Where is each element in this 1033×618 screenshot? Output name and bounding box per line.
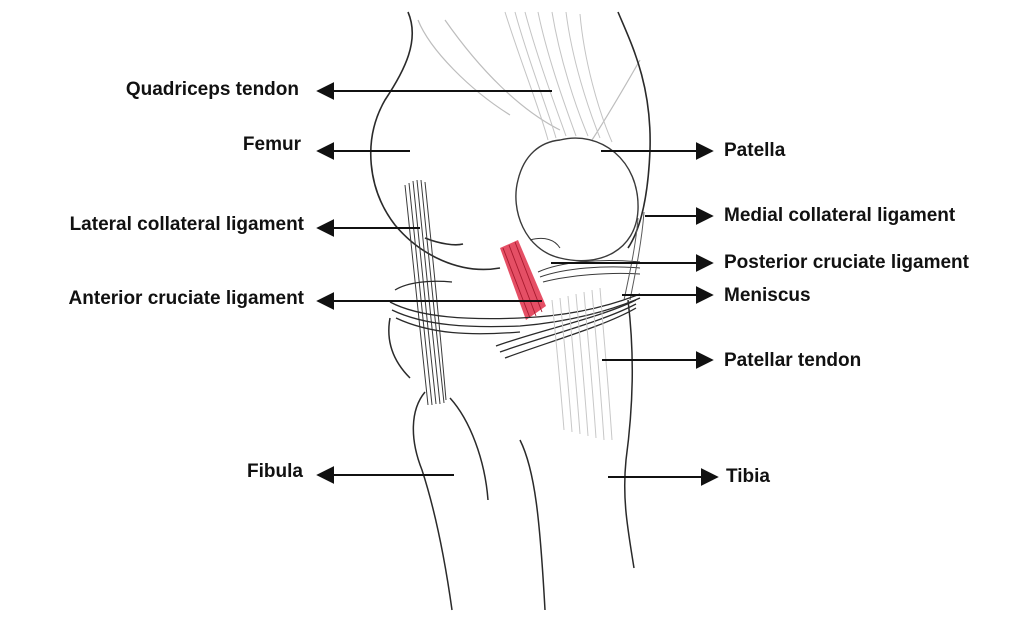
fibula-shape: [413, 392, 488, 610]
label-anterior-cruciate-ligament: Anterior cruciate ligament: [69, 288, 304, 310]
patella-shape: [516, 138, 638, 261]
label-patella: Patella: [724, 140, 785, 162]
label-medial-collateral-ligament: Medial collateral ligament: [724, 205, 955, 227]
anterior-cruciate-ligament-shape: [500, 240, 546, 320]
medial-collateral-ligament-shape: [624, 212, 644, 300]
label-meniscus: Meniscus: [724, 285, 811, 307]
faint-sketch-lines: [418, 20, 640, 140]
femur-shape: [371, 12, 650, 269]
label-posterior-cruciate-ligament: Posterior cruciate ligament: [724, 252, 969, 274]
quadriceps-tendon-shape: [505, 12, 612, 142]
label-quadriceps-tendon: Quadriceps tendon: [126, 79, 299, 101]
label-lateral-collateral-ligament: Lateral collateral ligament: [70, 214, 304, 236]
lateral-collateral-ligament-shape: [405, 180, 446, 405]
label-fibula: Fibula: [247, 461, 303, 483]
label-tibia: Tibia: [726, 466, 770, 488]
label-femur: Femur: [243, 134, 301, 156]
label-patellar-tendon: Patellar tendon: [724, 350, 861, 372]
